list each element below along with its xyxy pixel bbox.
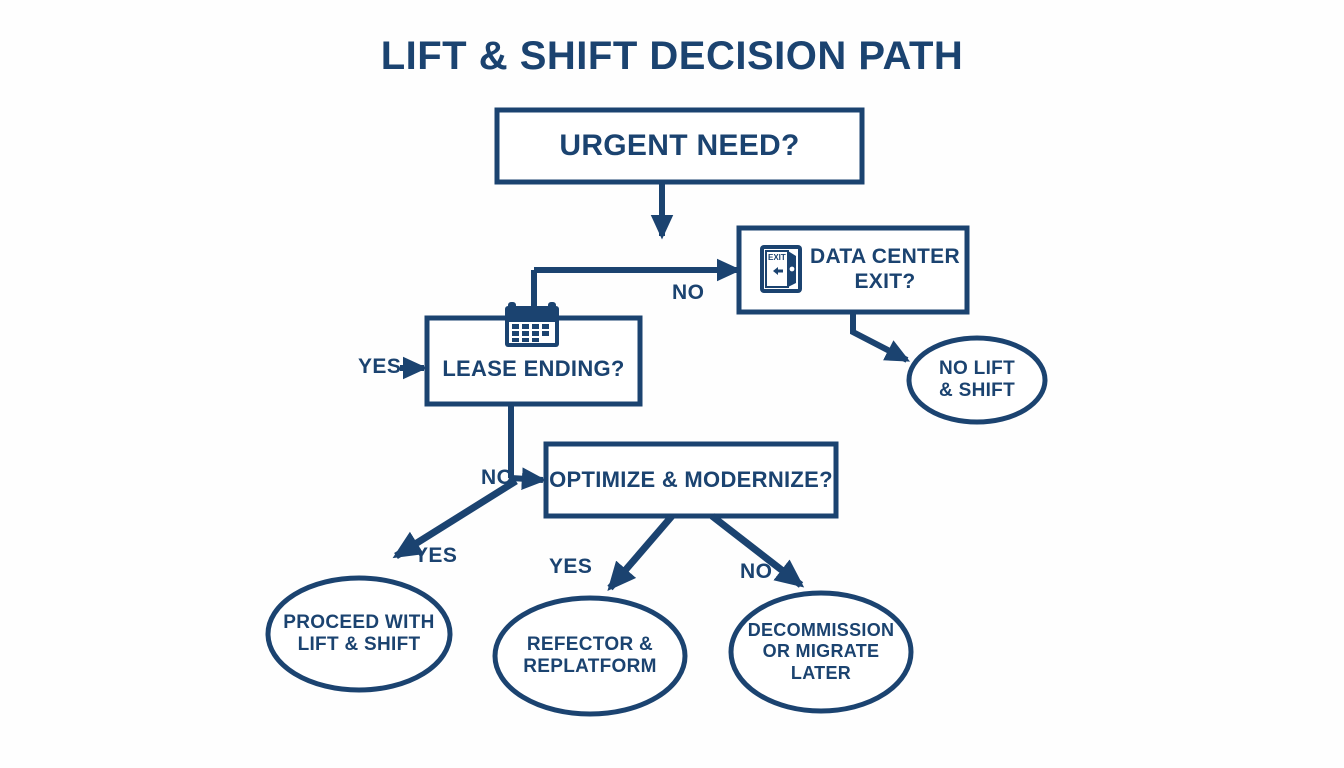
edge-label-yes-lease: YES [358,355,402,378]
edge-label-yes-proceed: YES [414,544,458,567]
edge-optimize-to-refactor [607,513,675,592]
calendar-icon [505,302,559,347]
page-title: LIFT & SHIFT DECISION PATH [380,34,964,78]
edge-lease-ending-to-proceed [392,478,518,559]
edge-label-no-decomm: NO [740,560,773,583]
edge-label-no-urgent: NO [672,281,705,304]
edge-label-no-lease: NO [481,466,514,489]
exit-door-icon: EXIT [760,245,802,293]
edge-lease-ending-to-optimize [510,467,547,490]
node-no-lift-and-shift[interactable] [906,335,1048,425]
node-refactor-and-replatform[interactable] [492,595,688,717]
node-decommission-or-migrate-later[interactable] [728,590,914,714]
node-proceed-with-lift-and-shift[interactable] [265,575,453,693]
node-optimize-modernize[interactable] [543,441,839,519]
edge-label-yes-refactor: YES [549,555,593,578]
edge-optimize-to-decommission [709,513,805,588]
node-urgent-need[interactable] [494,107,865,185]
svg-text:EXIT: EXIT [768,253,786,262]
edge-data-center-exit-to-no-lift [850,312,911,363]
